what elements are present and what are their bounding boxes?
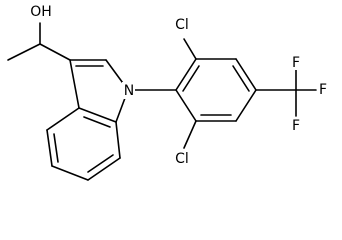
atom-hydroxyl: OH	[30, 2, 52, 20]
atom-chlorine-top: Cl	[172, 15, 192, 34]
bond-c4-c5	[46, 129, 53, 167]
atom-label-oh: OH	[30, 4, 52, 20]
atom-fluorine-2: F	[317, 82, 329, 98]
bond-ar3-ar4	[235, 58, 257, 91]
atom-label-cl-bottom: Cl	[175, 151, 189, 167]
bond-c7a-c3a-inner	[83, 116, 111, 128]
indole-pyrrole-ring	[69, 59, 129, 123]
atom-label-f2: F	[319, 82, 327, 98]
bond-c5-c6	[51, 165, 89, 181]
atom-indole-nitrogen: N	[122, 82, 135, 99]
trifluoromethyl-group	[295, 69, 317, 117]
atom-label-cl-top: Cl	[175, 17, 189, 33]
carbinol-side-chain	[7, 22, 71, 61]
bond-ar4-ar5	[235, 89, 257, 122]
bond-ar6-to-cl-bottom	[183, 120, 197, 149]
indole-benzene-ring	[46, 107, 121, 181]
bond-carbinol-to-c3	[39, 43, 71, 61]
chemical-structure-diagram: OH N Cl Cl F F F	[7, 2, 329, 181]
atom-label-f3: F	[292, 118, 300, 134]
bond-c6-c7	[87, 157, 121, 181]
atom-label-f1: F	[292, 55, 300, 71]
atom-fluorine-3: F	[290, 117, 302, 134]
aryl-ring	[175, 58, 257, 122]
atom-fluorine-1: F	[290, 54, 302, 71]
atom-label-n: N	[124, 83, 134, 99]
bond-ar2-to-cl-top	[183, 38, 197, 60]
bond-methyl-to-carbinol	[7, 43, 41, 61]
bond-c3a-c4	[46, 107, 80, 131]
bond-c6-c7-inner	[87, 154, 114, 173]
bond-c7a-c3a	[78, 107, 117, 123]
bond-ar6-ar1	[175, 89, 197, 122]
bond-ar1-ar2	[175, 58, 197, 91]
bond-c3a-c3	[69, 59, 80, 109]
bond-ar3-ar4-inner	[232, 65, 250, 92]
atom-chlorine-bottom: Cl	[172, 149, 192, 168]
bond-c7-c7a	[115, 121, 121, 159]
bond-c4-c5-inner	[53, 133, 59, 163]
bond-ar1-ar2-inner	[182, 65, 200, 92]
